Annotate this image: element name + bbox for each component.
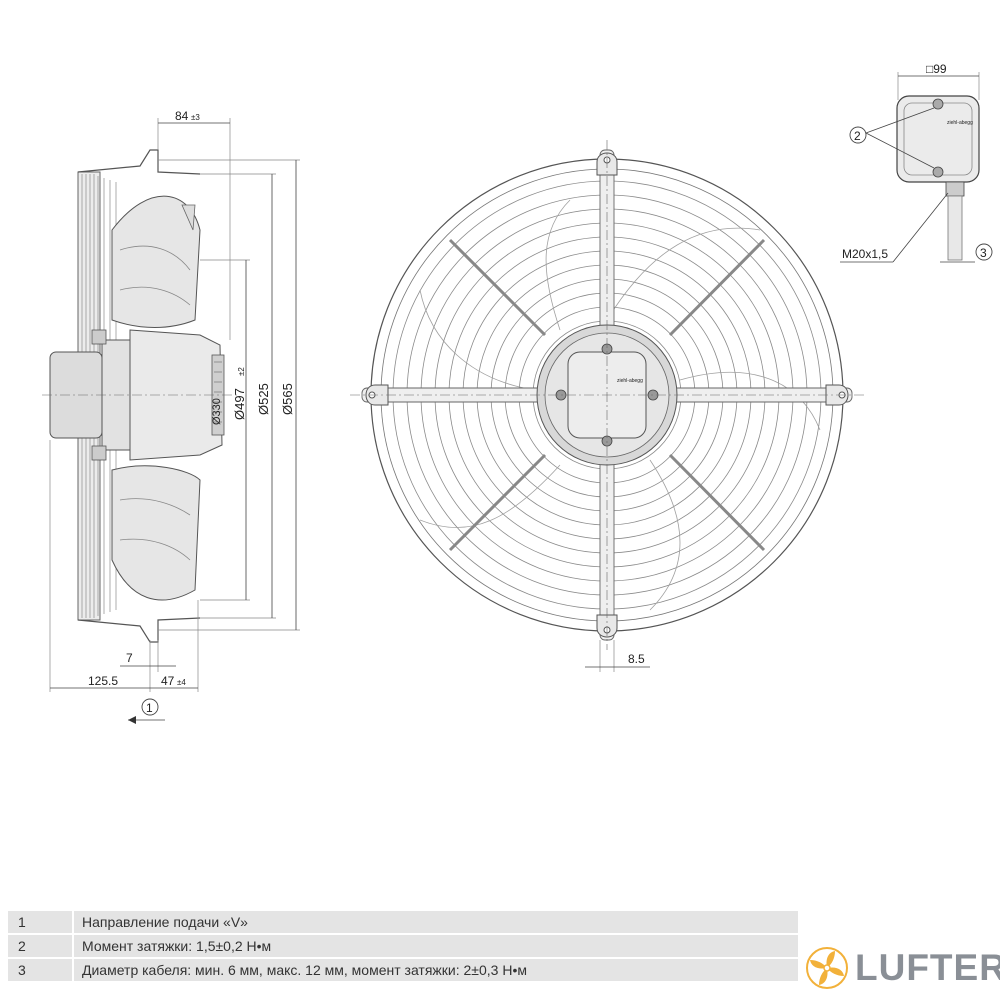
svg-text:Ø497: Ø497 [232, 388, 247, 420]
svg-text:7: 7 [126, 651, 133, 665]
svg-text:ziehl-abegg: ziehl-abegg [947, 120, 973, 126]
dim-8-5: 8.5 [585, 640, 650, 672]
dim-bottom: 7 125.5 47 ±4 [49, 440, 199, 692]
svg-text:M20x1,5: M20x1,5 [842, 247, 888, 261]
lufter-logo: LUFTER [805, 945, 1000, 991]
legend-number: 3 [8, 959, 74, 981]
svg-text:125.5: 125.5 [88, 674, 118, 688]
dim-top-offset: 84 ±3 [157, 109, 231, 340]
side-view: 84 ±3 Ø497 ±2 Ø525 Ø565 Ø330 7 [42, 109, 300, 724]
svg-text:±2: ±2 [237, 367, 246, 376]
svg-text:84: 84 [175, 109, 189, 123]
legend-text: Диаметр кабеля: мин. 6 мм, макс. 12 мм, … [82, 962, 527, 978]
svg-text:ziehl-abegg: ziehl-abegg [617, 378, 643, 384]
legend-row: 3 Диаметр кабеля: мин. 6 мм, макс. 12 мм… [8, 959, 798, 981]
dim-diameters: Ø497 ±2 Ø525 Ø565 Ø330 [158, 159, 300, 631]
legend-row: 2 Момент затяжки: 1,5±0,2 Н•м [8, 935, 798, 957]
svg-text:Ø330: Ø330 [211, 398, 223, 425]
technical-drawing: 84 ±3 Ø497 ±2 Ø525 Ø565 Ø330 7 [42, 62, 993, 724]
front-view: ziehl-abegg 8.5 [350, 140, 865, 672]
legend-text: Направление подачи «V» [82, 914, 248, 930]
impeller-blades [111, 195, 201, 601]
legend-number: 1 [8, 911, 74, 933]
legend-text: Момент затяжки: 1,5±0,2 Н•м [82, 938, 272, 954]
svg-text:□99: □99 [926, 62, 947, 76]
mounting-feet [365, 152, 849, 638]
legend-number: 2 [8, 935, 74, 957]
front-blades [419, 199, 821, 611]
fan-logo-icon [806, 947, 848, 989]
logo-text: LUFTER [855, 947, 1000, 988]
svg-text:±4: ±4 [177, 678, 186, 687]
terminal-box-view: □99 ziehl-abegg 2 M20x1,5 3 [840, 62, 993, 263]
svg-text:1: 1 [146, 701, 153, 715]
svg-text:47: 47 [161, 674, 175, 688]
legend-row: 1 Направление подачи «V» [8, 911, 798, 933]
svg-text:3: 3 [980, 246, 987, 260]
svg-text:2: 2 [854, 129, 861, 143]
svg-text:8.5: 8.5 [628, 652, 645, 666]
svg-text:±3: ±3 [191, 113, 200, 122]
svg-text:Ø525: Ø525 [256, 383, 271, 415]
legend-table: 1 Направление подачи «V» 2 Момент затяжк… [8, 911, 798, 983]
svg-text:Ø565: Ø565 [280, 383, 295, 415]
callout-1: 1 [128, 698, 165, 724]
